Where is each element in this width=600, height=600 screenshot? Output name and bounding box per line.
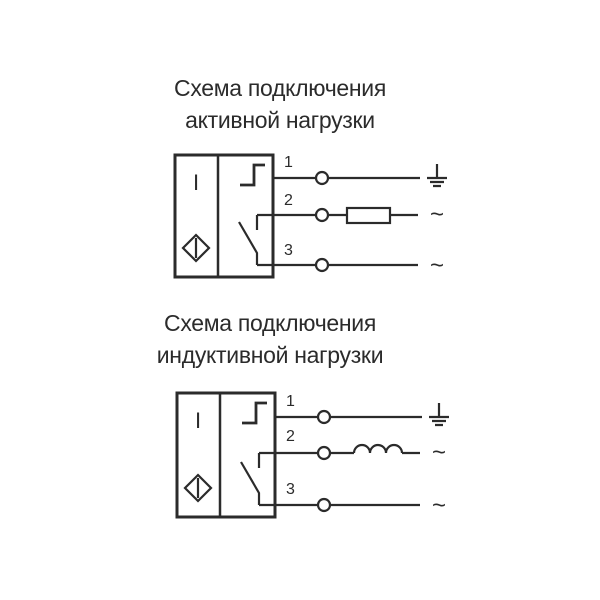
inductor-icon [352,443,404,454]
sensor-label: I [195,408,201,433]
resistor-icon [345,206,392,225]
terminal-3 [314,257,330,273]
diagram1-title: Схема подключения активной нагрузки [130,72,430,136]
terminal-2 [316,445,332,461]
diagram1-title-line1: Схема подключения [174,75,386,101]
diamond-sensor-icon [181,233,211,263]
diagram2-title: Схема подключения индуктивной нагрузки [110,307,430,371]
diamond-sensor-icon [183,473,213,503]
pin-2-label: 2 [284,192,293,209]
ac-2-label: ~ [430,201,444,228]
terminal-2 [314,207,330,223]
diagram2-title-line1: Схема подключения [164,310,376,336]
diagram2-schematic: I 1 2 3 ~ ~ [175,391,449,519]
ground-icon [427,164,447,188]
pin-3-label: 3 [284,242,293,259]
pin-1-label: 1 [286,393,295,410]
step-output-icon [240,163,265,187]
terminal-1 [316,409,332,425]
diagram1-title-line2: активной нагрузки [185,107,375,133]
ac-3-label: ~ [432,492,446,519]
ac-2-label: ~ [432,439,446,466]
ground-icon [429,403,449,427]
step-output-icon [242,401,267,425]
sensor-label: I [193,170,199,195]
sensor-body [175,391,277,519]
pin-3-label: 3 [286,481,295,498]
terminal-3 [316,497,332,513]
pin-2-label: 2 [286,428,295,445]
diagram1-schematic: I 1 2 3 ~ ~ [173,153,447,279]
switch-contact-icon [240,453,261,505]
pin-1-label: 1 [284,154,293,171]
terminal-1 [314,170,330,186]
switch-contact-icon [238,215,259,265]
ac-3-label: ~ [430,252,444,279]
diagram2-title-line2: индуктивной нагрузки [156,342,384,368]
